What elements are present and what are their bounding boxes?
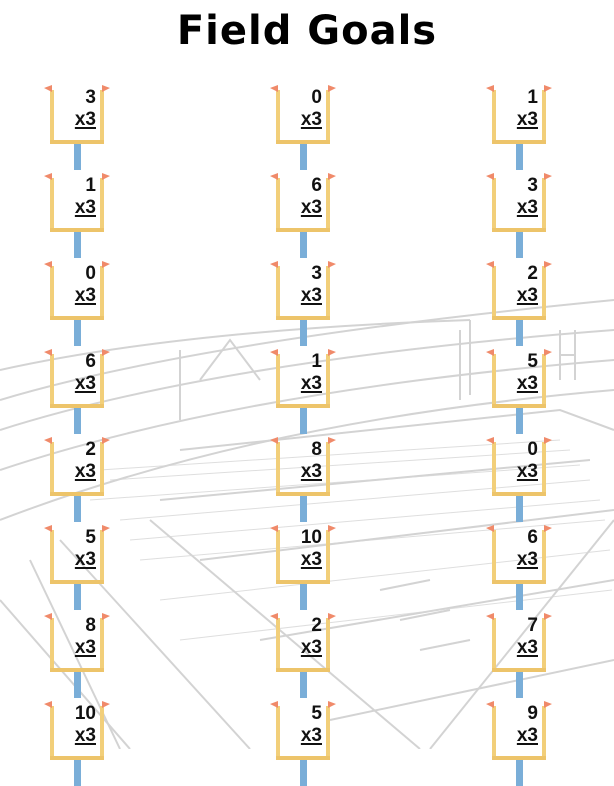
goalpost-icon xyxy=(486,437,552,522)
multiplier-label: x3 xyxy=(300,549,322,570)
multiplier-label: x3 xyxy=(516,637,538,658)
multiplier-label: x3 xyxy=(74,725,96,746)
multiplicand: 6 xyxy=(85,351,96,372)
multiplier-label: x3 xyxy=(74,461,96,482)
goalpost-icon xyxy=(44,525,110,610)
multiplicand: 3 xyxy=(85,87,96,108)
multiplicand: 0 xyxy=(311,87,322,108)
goalpost-icon xyxy=(44,349,110,434)
multiplier-label: x3 xyxy=(300,109,322,130)
multiplier-label: x3 xyxy=(74,197,96,218)
multiplicand: 2 xyxy=(311,615,322,636)
goalpost-icon xyxy=(270,261,336,346)
multiplier-label: x3 xyxy=(300,637,322,658)
multiplicand: 7 xyxy=(527,615,538,636)
goalpost-icon xyxy=(270,173,336,258)
multiplicand: 0 xyxy=(85,263,96,284)
multiplicand: 10 xyxy=(300,527,322,548)
page-title: Field Goals xyxy=(176,8,438,54)
multiplicand: 8 xyxy=(311,439,322,460)
goalpost-icon xyxy=(486,173,552,258)
multiplicand: 10 xyxy=(74,703,96,724)
multiplier-label: x3 xyxy=(516,549,538,570)
goalpost-icon xyxy=(270,349,336,434)
goalpost-icon xyxy=(486,525,552,610)
goalpost-icon xyxy=(44,437,110,522)
goalpost-icon xyxy=(270,525,336,610)
stadium-sketch-background xyxy=(0,299,614,749)
multiplicand: 1 xyxy=(85,175,96,196)
goalpost-icon xyxy=(486,85,552,170)
goalpost-icon xyxy=(486,613,552,698)
multiplier-label: x3 xyxy=(300,373,322,394)
goalpost-icon xyxy=(270,613,336,698)
multiplicand: 8 xyxy=(85,615,96,636)
multiplicand: 6 xyxy=(527,527,538,548)
multiplicand: 5 xyxy=(85,527,96,548)
goalpost-icon xyxy=(44,261,110,346)
goalpost-icon xyxy=(44,85,110,170)
multiplicand: 1 xyxy=(311,351,322,372)
multiplicand: 2 xyxy=(527,263,538,284)
goalpost-icon xyxy=(44,173,110,258)
multiplicand: 3 xyxy=(311,263,322,284)
multiplicand: 0 xyxy=(527,439,538,460)
multiplier-label: x3 xyxy=(74,549,96,570)
multiplier-label: x3 xyxy=(516,285,538,306)
multiplier-label: x3 xyxy=(300,197,322,218)
multiplier-label: x3 xyxy=(74,285,96,306)
multiplier-label: x3 xyxy=(300,461,322,482)
multiplier-label: x3 xyxy=(300,725,322,746)
multiplier-label: x3 xyxy=(74,637,96,658)
multiplier-label: x3 xyxy=(516,461,538,482)
multiplicand: 5 xyxy=(527,351,538,372)
goalpost-icon xyxy=(44,613,110,698)
multiplicand: 9 xyxy=(527,703,538,724)
multiplier-label: x3 xyxy=(516,373,538,394)
multiplicand: 6 xyxy=(311,175,322,196)
goalpost-icon xyxy=(486,261,552,346)
multiplicand: 1 xyxy=(527,87,538,108)
goalpost-icon xyxy=(486,349,552,434)
multiplier-label: x3 xyxy=(516,725,538,746)
multiplicand: 3 xyxy=(527,175,538,196)
multiplier-label: x3 xyxy=(300,285,322,306)
multiplier-label: x3 xyxy=(516,197,538,218)
multiplicand: 2 xyxy=(85,439,96,460)
multiplier-label: x3 xyxy=(74,373,96,394)
multiplicand: 5 xyxy=(311,703,322,724)
multiplier-label: x3 xyxy=(516,109,538,130)
goalpost-icon xyxy=(270,85,336,170)
multiplier-label: x3 xyxy=(74,109,96,130)
goalpost-icon xyxy=(270,437,336,522)
